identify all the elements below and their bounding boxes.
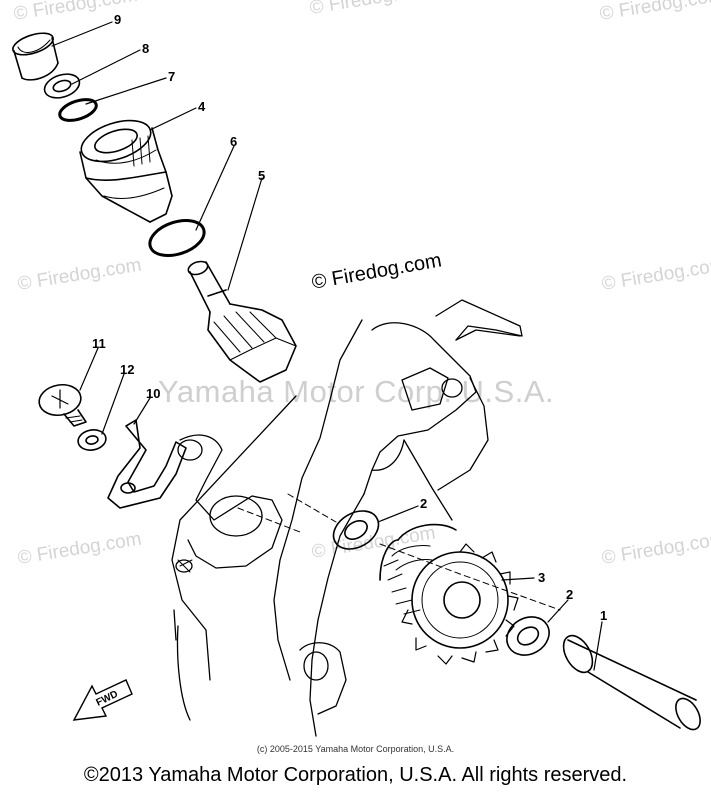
callout-3: 3 bbox=[538, 570, 545, 585]
callout-leader-lines bbox=[51, 21, 603, 671]
washer-part-2-lower bbox=[506, 616, 550, 656]
callout-10: 10 bbox=[146, 386, 160, 401]
callout-11: 11 bbox=[92, 336, 106, 351]
callout-7: 7 bbox=[168, 69, 175, 84]
footer-copyright: ©2013 Yamaha Motor Corporation, U.S.A. A… bbox=[83, 764, 628, 786]
callout-1: 1 bbox=[600, 608, 607, 623]
callout-2-upper: 2 bbox=[420, 496, 427, 511]
screw-part-11 bbox=[38, 383, 87, 427]
o-ring-part-7 bbox=[58, 98, 98, 122]
callout-12: 12 bbox=[120, 362, 134, 377]
callout-2-lower: 2 bbox=[566, 587, 573, 602]
watermark-yamaha: Yamaha Motor Corp. U.S.A. bbox=[158, 374, 555, 409]
callout-9: 9 bbox=[114, 12, 121, 27]
washer-part-12 bbox=[77, 429, 107, 451]
callout-6: 6 bbox=[230, 134, 237, 149]
callout-5: 5 bbox=[258, 168, 265, 183]
bushing-part-9 bbox=[12, 32, 59, 81]
housing-part-4 bbox=[79, 119, 173, 223]
kick-idle-gear-part-3 bbox=[379, 523, 519, 665]
shaft-part-1 bbox=[562, 634, 701, 731]
callout-8: 8 bbox=[142, 41, 149, 56]
gear-shaft-part-5 bbox=[187, 260, 297, 383]
callout-numbers: 9 8 7 4 6 5 11 12 10 2 3 2 1 bbox=[92, 12, 607, 623]
forward-arrow-icon: FWD bbox=[72, 679, 133, 721]
small-copyright-line: (c) 2005-2015 Yamaha Motor Corporation, … bbox=[256, 744, 455, 754]
plate-part-10 bbox=[107, 419, 187, 509]
assembly-center-lines bbox=[237, 493, 561, 611]
crankcase-outline bbox=[171, 299, 523, 737]
washer-part-2-upper bbox=[332, 510, 380, 550]
o-ring-part-6 bbox=[148, 218, 206, 258]
callout-4: 4 bbox=[198, 99, 206, 114]
